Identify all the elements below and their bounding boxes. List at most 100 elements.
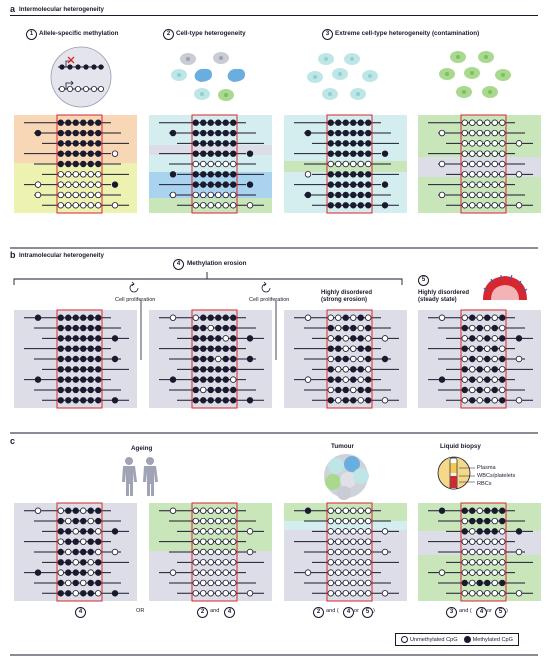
unmethylated-cpg <box>476 548 483 556</box>
methylated-cpg <box>476 345 483 352</box>
methylated-cpg <box>57 559 64 566</box>
read-row <box>42 140 129 147</box>
unmethylated-cpg <box>350 160 357 168</box>
unmethylated-cpg <box>327 386 334 394</box>
unmethylated-cpg <box>491 181 498 188</box>
unmethylated-cpg <box>350 355 357 363</box>
unmethylated-cpg <box>222 590 229 597</box>
methylated-cpg <box>230 150 237 157</box>
methylated-cpg <box>381 355 389 363</box>
unmethylated-cpg <box>491 335 498 342</box>
methylation-grid-1 <box>14 114 137 214</box>
unmethylated-cpg <box>461 171 468 178</box>
methylated-cpg <box>72 569 79 576</box>
unmethylated-cpg <box>95 202 102 209</box>
methylated-cpg <box>65 538 72 545</box>
and-label: and <box>210 608 220 614</box>
or-label-3: or <box>487 608 492 614</box>
unmethylated-cpg <box>246 590 254 597</box>
unmethylated-cpg <box>357 517 364 525</box>
unmethylated-cpg <box>342 548 349 556</box>
methylated-cpg <box>491 386 498 394</box>
read-row <box>446 397 533 404</box>
methylated-cpg <box>357 345 364 352</box>
unmethylated-cpg <box>499 366 506 373</box>
unmethylated-cpg <box>335 366 342 373</box>
legend-unmethylated: Unmethylated CpG <box>401 636 458 643</box>
unmethylated-cpg <box>476 202 483 209</box>
methylated-cpg <box>357 366 364 373</box>
methylated-cpg <box>461 366 468 373</box>
grid-background <box>418 503 541 531</box>
methylated-cpg <box>95 538 102 545</box>
methylated-cpg <box>342 324 349 332</box>
unmethylated-cpg <box>57 202 64 209</box>
methylated-cpg <box>461 386 468 394</box>
methylated-cpg <box>57 548 64 556</box>
unmethylated-cpg <box>207 538 214 545</box>
methylated-cpg <box>200 366 207 373</box>
methylated-cpg <box>80 528 87 535</box>
unmethylated-cpg <box>215 590 222 597</box>
unmethylated-cpg <box>484 569 491 576</box>
methylated-cpg <box>484 397 491 404</box>
unmethylated-cpg <box>491 191 498 199</box>
unmethylated-cpg <box>200 569 207 576</box>
unmethylated-cpg <box>491 569 498 576</box>
methylated-cpg <box>491 345 498 352</box>
read-row <box>428 345 515 352</box>
methylated-cpg <box>335 150 342 157</box>
unmethylated-cpg <box>80 538 87 545</box>
unmethylated-cpg <box>515 548 523 556</box>
unmethylated-cpg <box>461 590 468 597</box>
methylation-grid-4 <box>418 114 541 214</box>
unmethylated-cpg <box>365 528 372 535</box>
methylated-cpg <box>200 119 207 126</box>
unmethylated-cpg <box>65 181 72 188</box>
unmethylated-cpg <box>215 548 222 556</box>
read-row <box>304 324 391 332</box>
methylated-cpg <box>215 129 222 137</box>
methylated-cpg <box>469 517 476 525</box>
unmethylated-cpg <box>476 160 483 168</box>
methylated-cpg <box>246 181 254 188</box>
methylated-cpg <box>200 345 207 352</box>
rbc-label: RBCs <box>477 481 492 487</box>
unmethylated-cpg <box>342 517 349 525</box>
unmethylated-cpg <box>357 538 364 545</box>
methylated-cpg <box>222 345 229 352</box>
unmethylated-cpg <box>207 160 214 168</box>
unmethylated-cpg <box>215 569 222 576</box>
unmethylated-cpg <box>484 590 491 597</box>
steady-state-line1: Highly disordered <box>418 290 470 296</box>
unmethylated-cpg <box>72 171 79 178</box>
methylated-cpg <box>87 397 94 404</box>
unmethylated-cpg <box>350 517 357 525</box>
methylated-cpg <box>304 191 312 199</box>
unmethylated-cpg <box>80 579 87 587</box>
methylated-cpg <box>222 386 229 394</box>
unmethylated-cpg <box>469 160 476 168</box>
unmethylated-cpg <box>87 191 94 199</box>
methylated-cpg <box>350 376 357 383</box>
legend: Unmethylated CpG Methylated CpG <box>395 633 519 646</box>
unmethylated-cpg <box>200 507 207 514</box>
unmethylated-cpg <box>350 579 357 587</box>
methylated-cpg <box>381 150 389 157</box>
methylated-cpg <box>95 345 102 352</box>
methylated-cpg <box>499 355 506 363</box>
methylated-cpg <box>327 171 334 178</box>
read-row <box>294 345 381 352</box>
unmethylated-cpg <box>192 579 199 587</box>
read-row <box>438 129 525 137</box>
unmethylated-cpg <box>192 559 199 566</box>
unmethylated-cpg <box>230 528 237 535</box>
methylated-cpg <box>207 150 214 157</box>
unmethylated-cpg <box>335 507 342 514</box>
methylated-cpg <box>357 181 364 188</box>
unmethylated-cpg <box>499 119 506 126</box>
region-of-interest-box <box>56 502 103 602</box>
methylated-cpg <box>57 335 64 342</box>
read-row <box>169 517 256 525</box>
methylated-cpg <box>365 129 372 137</box>
